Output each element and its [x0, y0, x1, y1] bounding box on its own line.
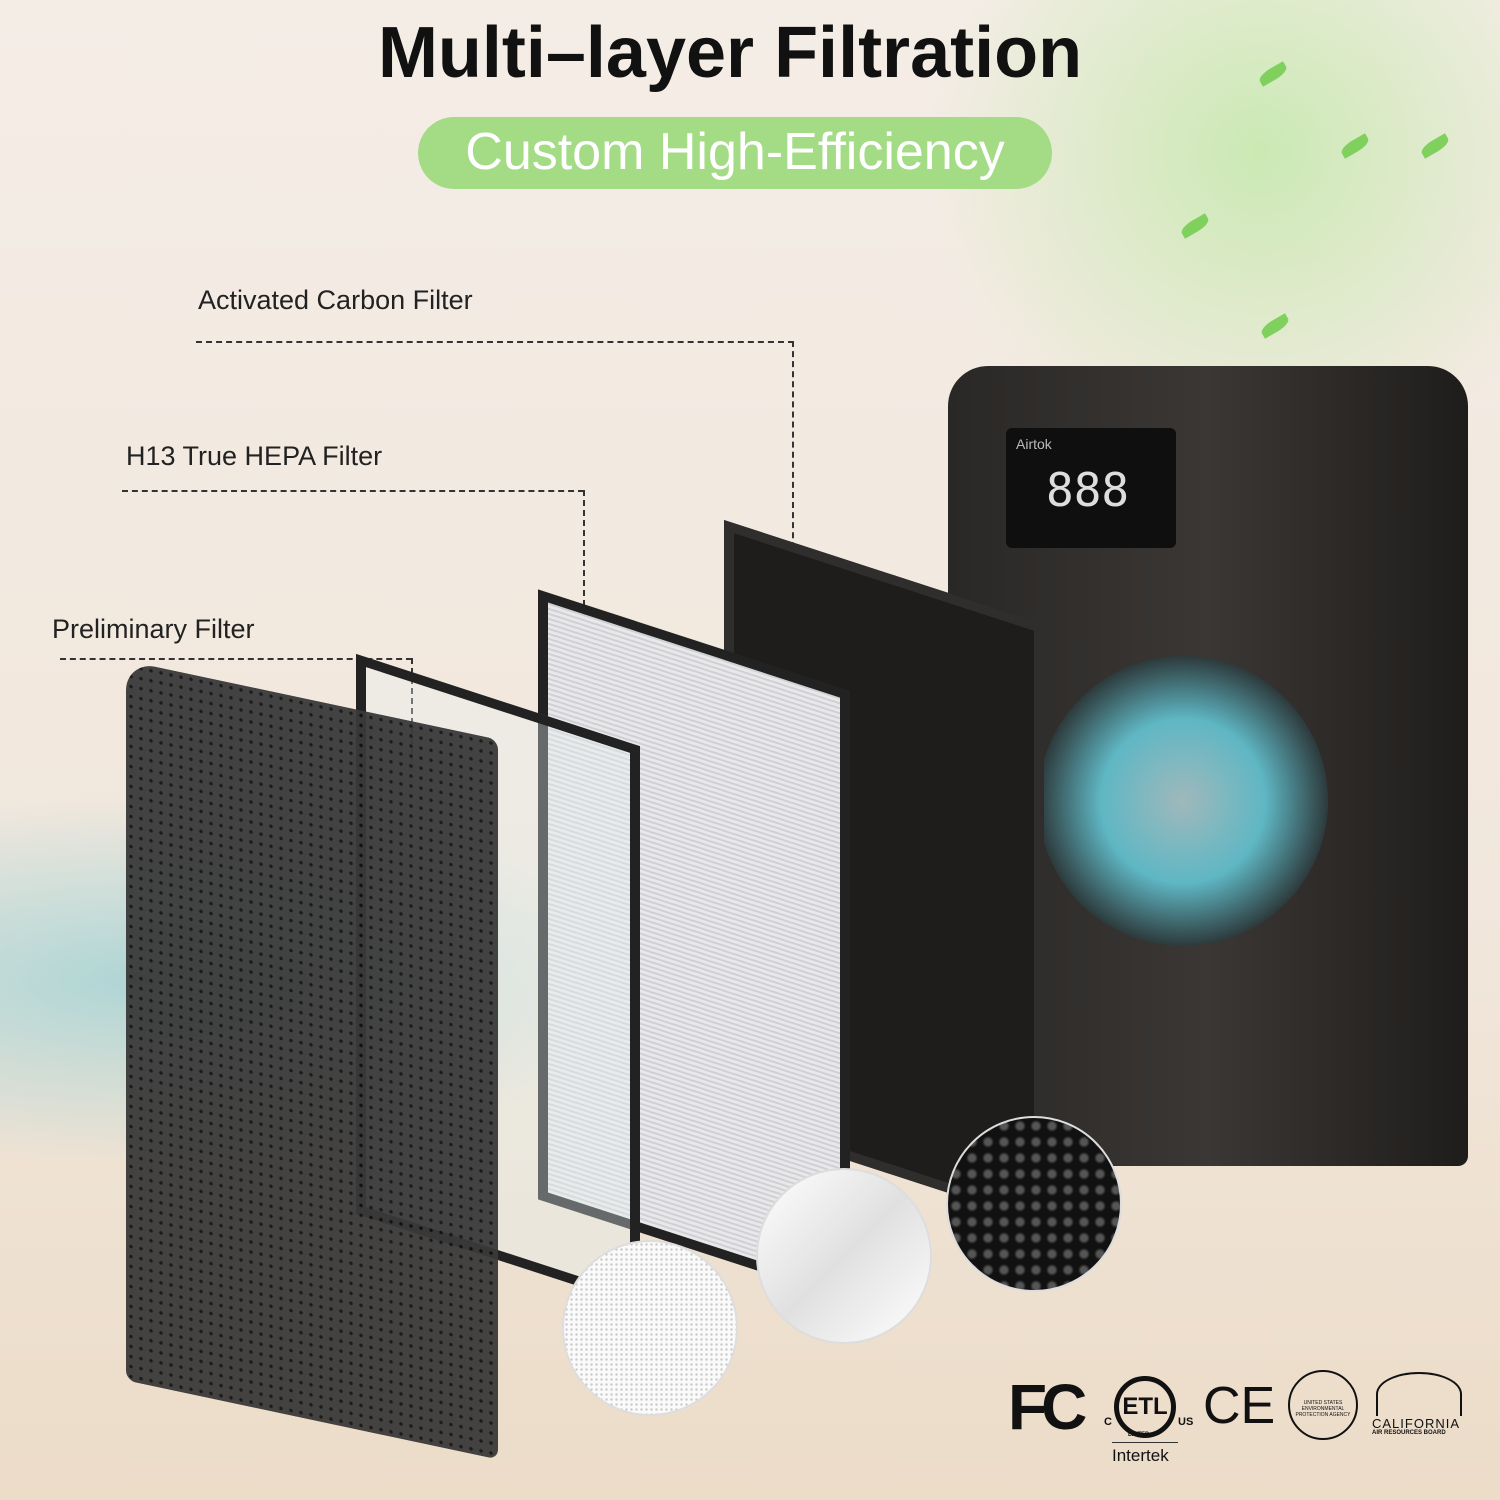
carbon-closeup: [946, 1116, 1122, 1292]
label-preliminary-filter: Preliminary Filter: [52, 614, 255, 644]
label-hepa-filter: H13 True HEPA Filter: [126, 441, 383, 471]
etl-logo: ETL: [1114, 1376, 1176, 1438]
carb-sub: AIR RESOURCES BOARD: [1372, 1430, 1446, 1436]
etl-us: US: [1178, 1416, 1194, 1428]
mesh-closeup: [562, 1240, 738, 1416]
epa-logo: UNITED STATES ENVIRONMENTAL PROTECTION A…: [1288, 1370, 1358, 1440]
carb-logo: CALIFORNIA: [1372, 1416, 1461, 1431]
brand-logo: Airtok: [1016, 436, 1052, 452]
leader-line: [60, 658, 412, 660]
leader-line: [583, 490, 585, 696]
display-panel: Airtok 888: [1006, 428, 1176, 548]
hepa-closeup: [756, 1168, 932, 1344]
etl-listed: LISTED: [1128, 1432, 1150, 1438]
leader-line: [196, 341, 794, 343]
divider: [1112, 1442, 1178, 1443]
fcc-logo: FC: [1008, 1371, 1087, 1443]
etl-c: C: [1104, 1416, 1112, 1428]
etl-text: ETL: [1122, 1393, 1168, 1420]
ce-logo: CE: [1203, 1377, 1276, 1435]
label-carbon-filter: Activated Carbon Filter: [198, 285, 473, 315]
carb-arches-icon: [1376, 1372, 1462, 1416]
leader-line: [792, 341, 794, 659]
digital-display: 888: [1046, 463, 1130, 517]
leader-line: [411, 658, 413, 764]
front-cover-grille: [126, 660, 498, 1460]
leader-line: [122, 490, 584, 492]
fan-graphic: [1038, 656, 1328, 946]
page-title: Multi–layer Filtration: [377, 13, 1083, 93]
intertek-label: Intertek: [1112, 1446, 1169, 1465]
subtitle-badge: Custom High-Efficiency: [418, 117, 1052, 189]
epa-text: UNITED STATES ENVIRONMENTAL PROTECTION A…: [1295, 1400, 1351, 1418]
